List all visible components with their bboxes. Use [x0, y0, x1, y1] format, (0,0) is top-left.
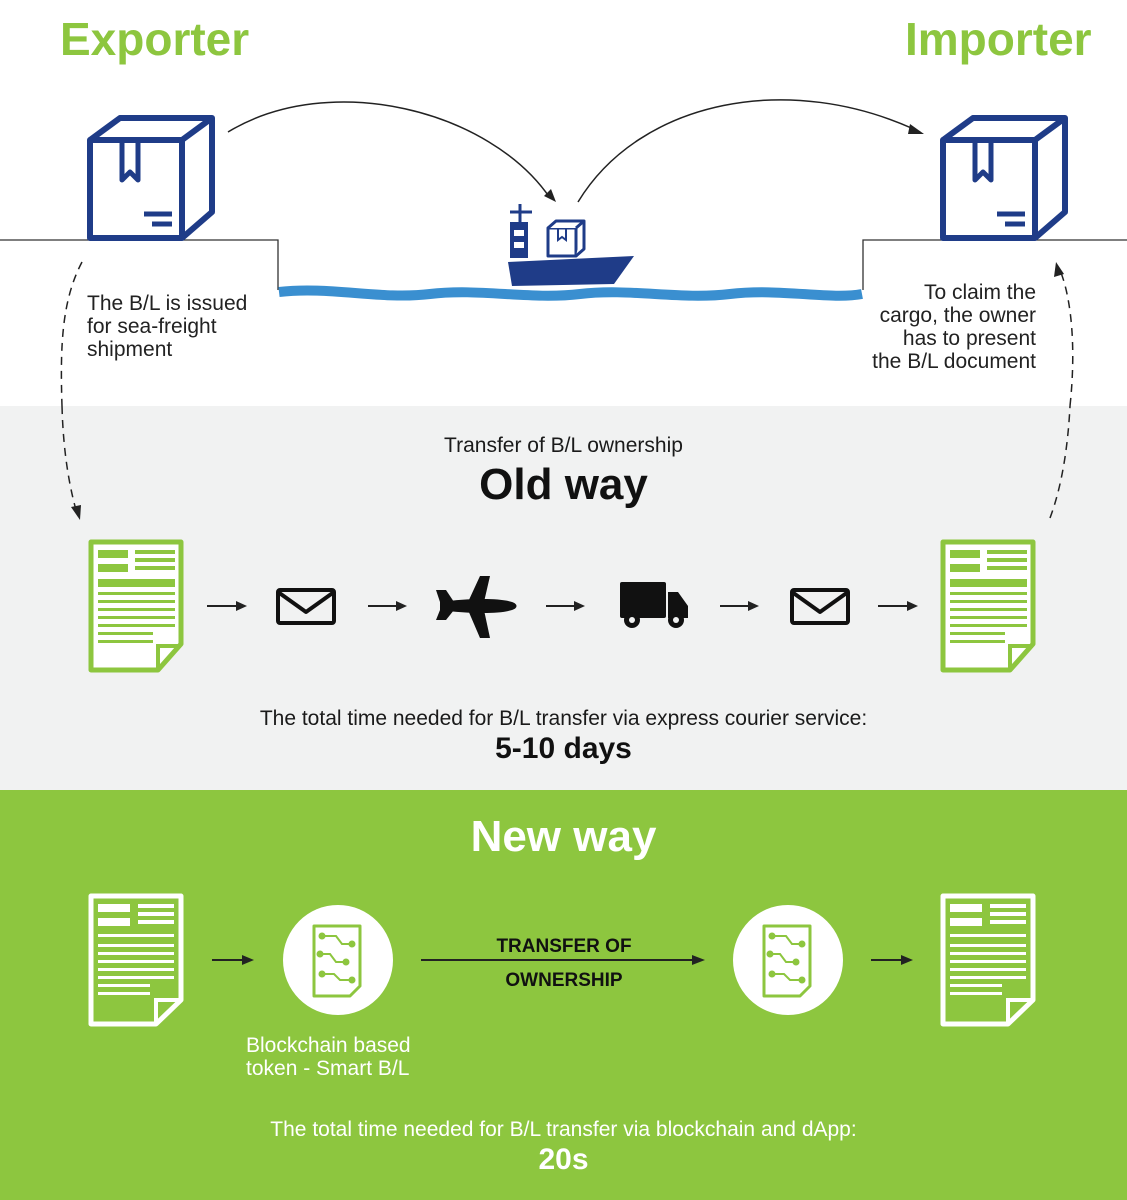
claim-dashed-arrow-bottom — [1049, 405, 1071, 519]
shipping-scene — [0, 99, 1127, 407]
document-icon — [88, 539, 184, 673]
truck-icon — [620, 582, 688, 628]
new-way-band — [0, 790, 1127, 1200]
new-way-arrows — [212, 955, 913, 965]
sea-wave — [278, 285, 863, 301]
old-way-band — [0, 406, 1127, 790]
exporter-quay — [0, 239, 279, 290]
old-way-flow — [61, 405, 1071, 673]
new-way-title: New way — [470, 812, 657, 861]
claim-dashed-arrow-top — [1059, 269, 1074, 407]
smart-bl-token-icon — [283, 905, 393, 1015]
airplane-icon — [436, 576, 517, 638]
document-icon — [88, 893, 184, 1027]
smart-bl-caption: Blockchain based token - Smart B/L — [246, 1034, 411, 1080]
document-icon — [940, 539, 1036, 673]
to-ship-arrow — [227, 101, 551, 199]
transfer-of-ownership-label: TRANSFER OF OWNERSHIP — [496, 936, 632, 991]
smart-bl-token-icon — [733, 905, 843, 1015]
issued-note: The B/L is issued for sea-freight shipme… — [87, 292, 248, 361]
exporter-heading: Exporter — [60, 13, 250, 65]
document-icon — [940, 893, 1036, 1027]
envelope-icon — [276, 588, 336, 625]
old-way-title: Old way — [479, 460, 648, 509]
flow-arrows — [207, 601, 918, 611]
old-way-time-value: 5-10 days — [495, 732, 632, 765]
to-importer-arrow — [577, 99, 921, 203]
new-way-flow — [88, 893, 1036, 1027]
claim-note: To claim the cargo, the owner has to pre… — [872, 281, 1036, 373]
importer-box-icon — [940, 115, 1068, 241]
new-way-time-label: The total time needed for B/L transfer v… — [270, 1118, 857, 1141]
exporter-box-icon — [87, 115, 215, 241]
importer-quay — [862, 239, 1127, 290]
old-way-time-label: The total time needed for B/L transfer v… — [259, 707, 868, 730]
envelope-icon — [790, 588, 850, 625]
issue-dashed-arrow-top — [60, 261, 83, 407]
old-way-subtitle: Transfer of B/L ownership — [444, 434, 683, 457]
importer-heading: Importer — [905, 13, 1092, 65]
new-way-time-value: 20s — [538, 1143, 589, 1176]
ship-icon — [508, 204, 634, 286]
issue-dashed-arrow-bottom — [61, 405, 77, 511]
